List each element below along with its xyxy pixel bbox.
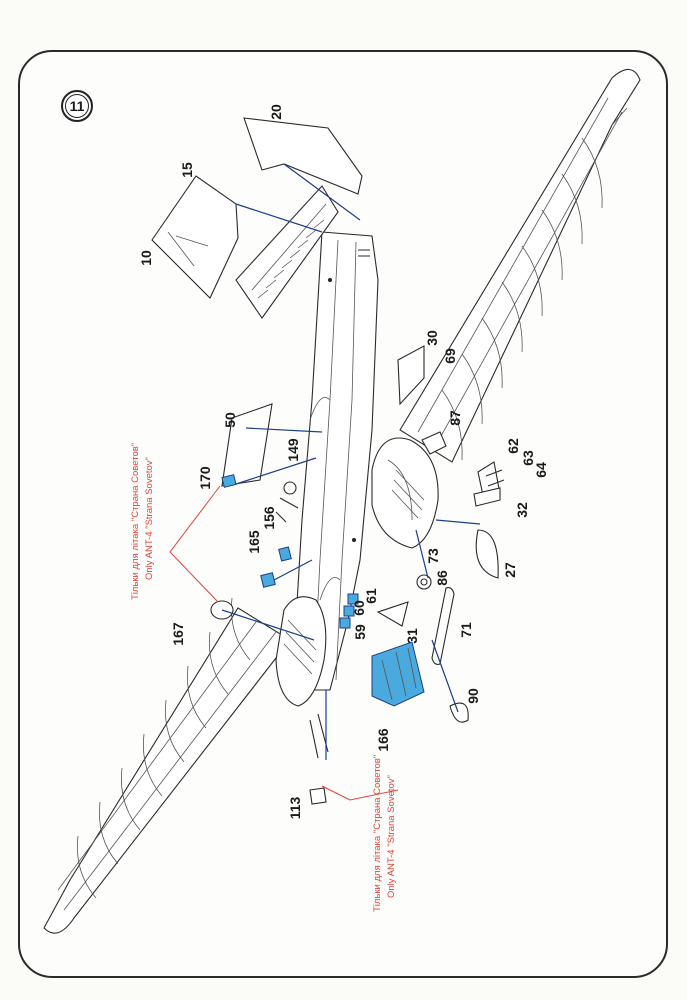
part-callout-87: 87	[447, 410, 463, 426]
blue-glazing-parts	[221, 457, 425, 707]
window-170	[221, 474, 237, 488]
part-callout-90: 90	[465, 688, 481, 704]
part-callout-86: 86	[434, 570, 450, 586]
part-callout-15: 15	[179, 162, 195, 178]
part-callout-71: 71	[458, 622, 474, 638]
part-callout-10: 10	[138, 250, 154, 266]
part-callout-62: 62	[505, 438, 521, 454]
part-callout-60: 60	[351, 600, 367, 616]
part-callout-59: 59	[352, 624, 368, 640]
part-callout-32: 32	[514, 502, 530, 518]
upper-wing	[399, 68, 641, 463]
part-callout-69: 69	[442, 348, 458, 364]
part-callout-167: 167	[170, 622, 186, 646]
part-callout-50: 50	[222, 412, 238, 428]
fuselage	[275, 231, 439, 707]
part-callout-61: 61	[363, 588, 379, 604]
part-callout-73: 73	[425, 548, 441, 564]
red-notes: Тільки для літака "Страна Советов" Only …	[130, 443, 399, 912]
part-callout-31: 31	[404, 628, 420, 644]
note-2-ua: Тільки для літака "Страна Советов"	[372, 755, 383, 912]
window-61	[347, 593, 359, 605]
part-callout-20: 20	[268, 104, 284, 120]
part-callout-156: 156	[261, 506, 277, 530]
part-callout-166: 166	[375, 728, 391, 752]
part-callout-63: 63	[520, 450, 536, 466]
part-callout-64: 64	[533, 462, 549, 478]
note-2-en: Only ANT-4 "Strana Sovetov"	[386, 775, 397, 898]
window-165a	[278, 546, 292, 562]
small-parts	[210, 345, 505, 805]
note-1-ua: Тільки для літака "Страна Советов"	[130, 443, 141, 600]
part-callout-30: 30	[424, 330, 440, 346]
step-number: 11	[70, 98, 85, 114]
part-callout-149: 149	[285, 438, 301, 462]
nose-glazing-166	[371, 641, 425, 707]
part-callout-165: 165	[246, 530, 262, 554]
tail-group	[151, 117, 363, 319]
part-callout-113: 113	[287, 796, 303, 819]
window-60	[343, 605, 355, 617]
note-1-en: Only ANT-4 "Strana Sovetov"	[144, 457, 155, 580]
window-165b	[260, 572, 276, 588]
lower-wing	[43, 597, 291, 934]
part-callout-27: 27	[502, 562, 518, 578]
window-59	[339, 617, 351, 629]
step-badge: 11	[61, 90, 93, 122]
part-callout-170: 170	[197, 466, 213, 490]
